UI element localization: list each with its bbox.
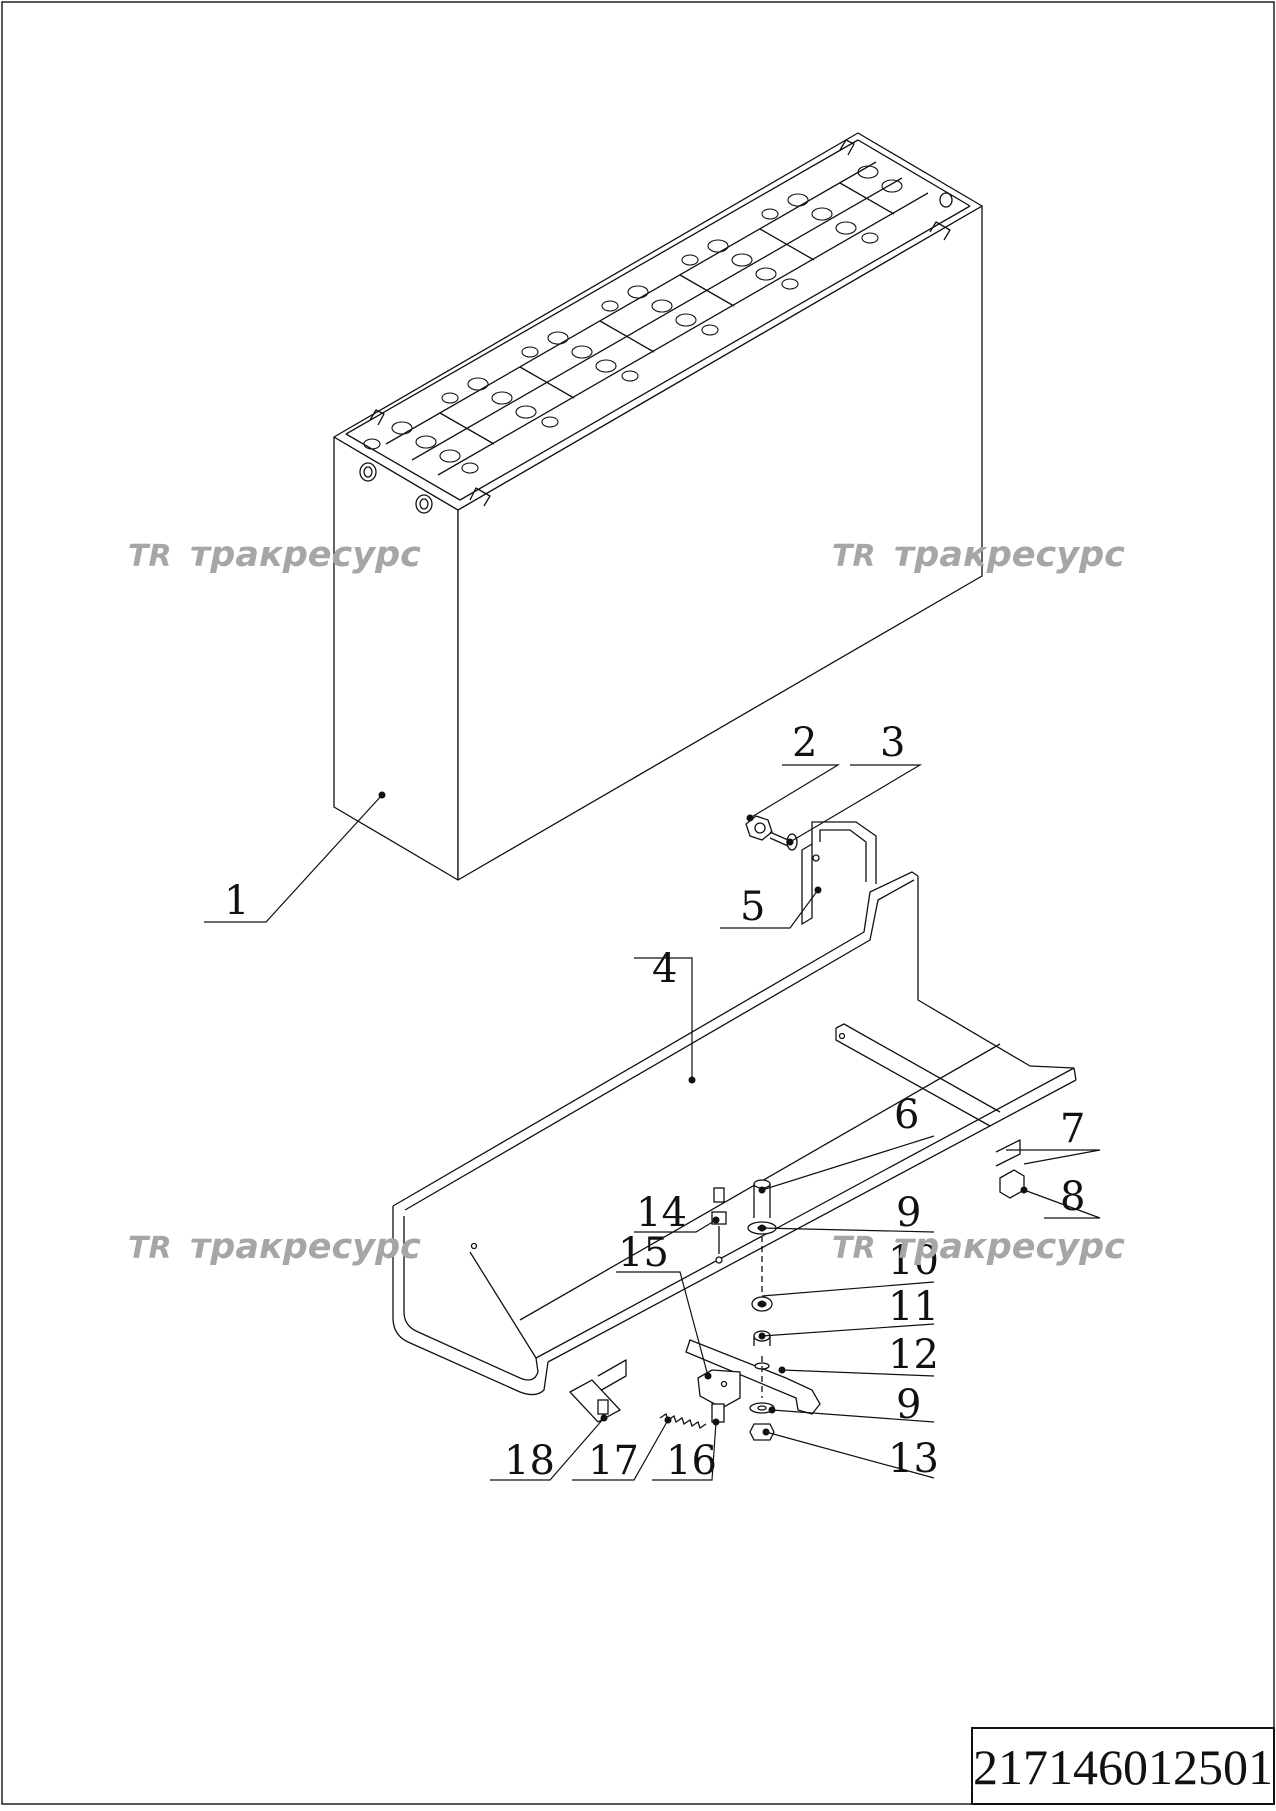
bottom-plate-part-18 xyxy=(568,1379,622,1423)
callout-9-lower: 9 xyxy=(896,1382,921,1428)
watermark-logo: TR xyxy=(832,1231,876,1266)
bolt-stack-parts-6-9-10-11-12-13 xyxy=(685,1179,821,1441)
callout-12: 12 xyxy=(888,1332,939,1378)
callout-10: 10 xyxy=(888,1238,939,1284)
callout-15: 15 xyxy=(618,1230,669,1276)
callout-numbers: 1 2 3 4 5 6 7 8 9 10 11 12 9 13 14 15 16… xyxy=(224,720,1085,1484)
callout-18: 18 xyxy=(504,1438,555,1484)
latch-parts-14-15-16-17 xyxy=(659,1187,741,1430)
callout-8: 8 xyxy=(1060,1174,1085,1220)
leader-dots xyxy=(378,791,1028,1436)
watermark-logo: TR xyxy=(128,539,172,574)
watermark-top-left: TR тракресурс xyxy=(128,535,421,575)
watermark-bottom-right: TR тракресурс xyxy=(832,1227,1125,1267)
watermark-logo: TR xyxy=(128,1231,172,1266)
callout-11: 11 xyxy=(888,1284,939,1330)
callout-5: 5 xyxy=(740,884,765,930)
foot-block-parts-7-8 xyxy=(999,1169,1025,1199)
watermark-top-right: TR тракресурс xyxy=(832,535,1125,575)
callout-17: 17 xyxy=(588,1438,639,1484)
callout-1: 1 xyxy=(224,878,249,924)
document-number-box: 217146012501 xyxy=(971,1727,1275,1805)
callout-6: 6 xyxy=(894,1092,919,1138)
watermark-text: тракресурс xyxy=(190,535,421,575)
watermark-text: тракресурс xyxy=(190,1227,421,1267)
watermark-text: тракресурс xyxy=(894,535,1125,575)
callout-14: 14 xyxy=(636,1190,687,1236)
callout-16: 16 xyxy=(666,1438,717,1484)
watermark-text: тракресурс xyxy=(894,1227,1125,1267)
watermark-bottom-left: TR тракресурс xyxy=(128,1227,421,1267)
callout-9-upper: 9 xyxy=(896,1190,921,1236)
watermark-logo: TR xyxy=(832,539,876,574)
document-number: 217146012501 xyxy=(973,1739,1273,1795)
battery-tray-part-4 xyxy=(392,871,1077,1396)
leader-lines xyxy=(204,764,1101,1481)
callout-3: 3 xyxy=(880,720,905,766)
callout-2: 2 xyxy=(792,720,817,766)
clamp-parts-2-3-5 xyxy=(745,815,877,925)
battery-part-1 xyxy=(333,132,983,881)
callout-4: 4 xyxy=(652,946,677,992)
callout-7: 7 xyxy=(1060,1106,1085,1152)
callout-13: 13 xyxy=(888,1436,939,1482)
